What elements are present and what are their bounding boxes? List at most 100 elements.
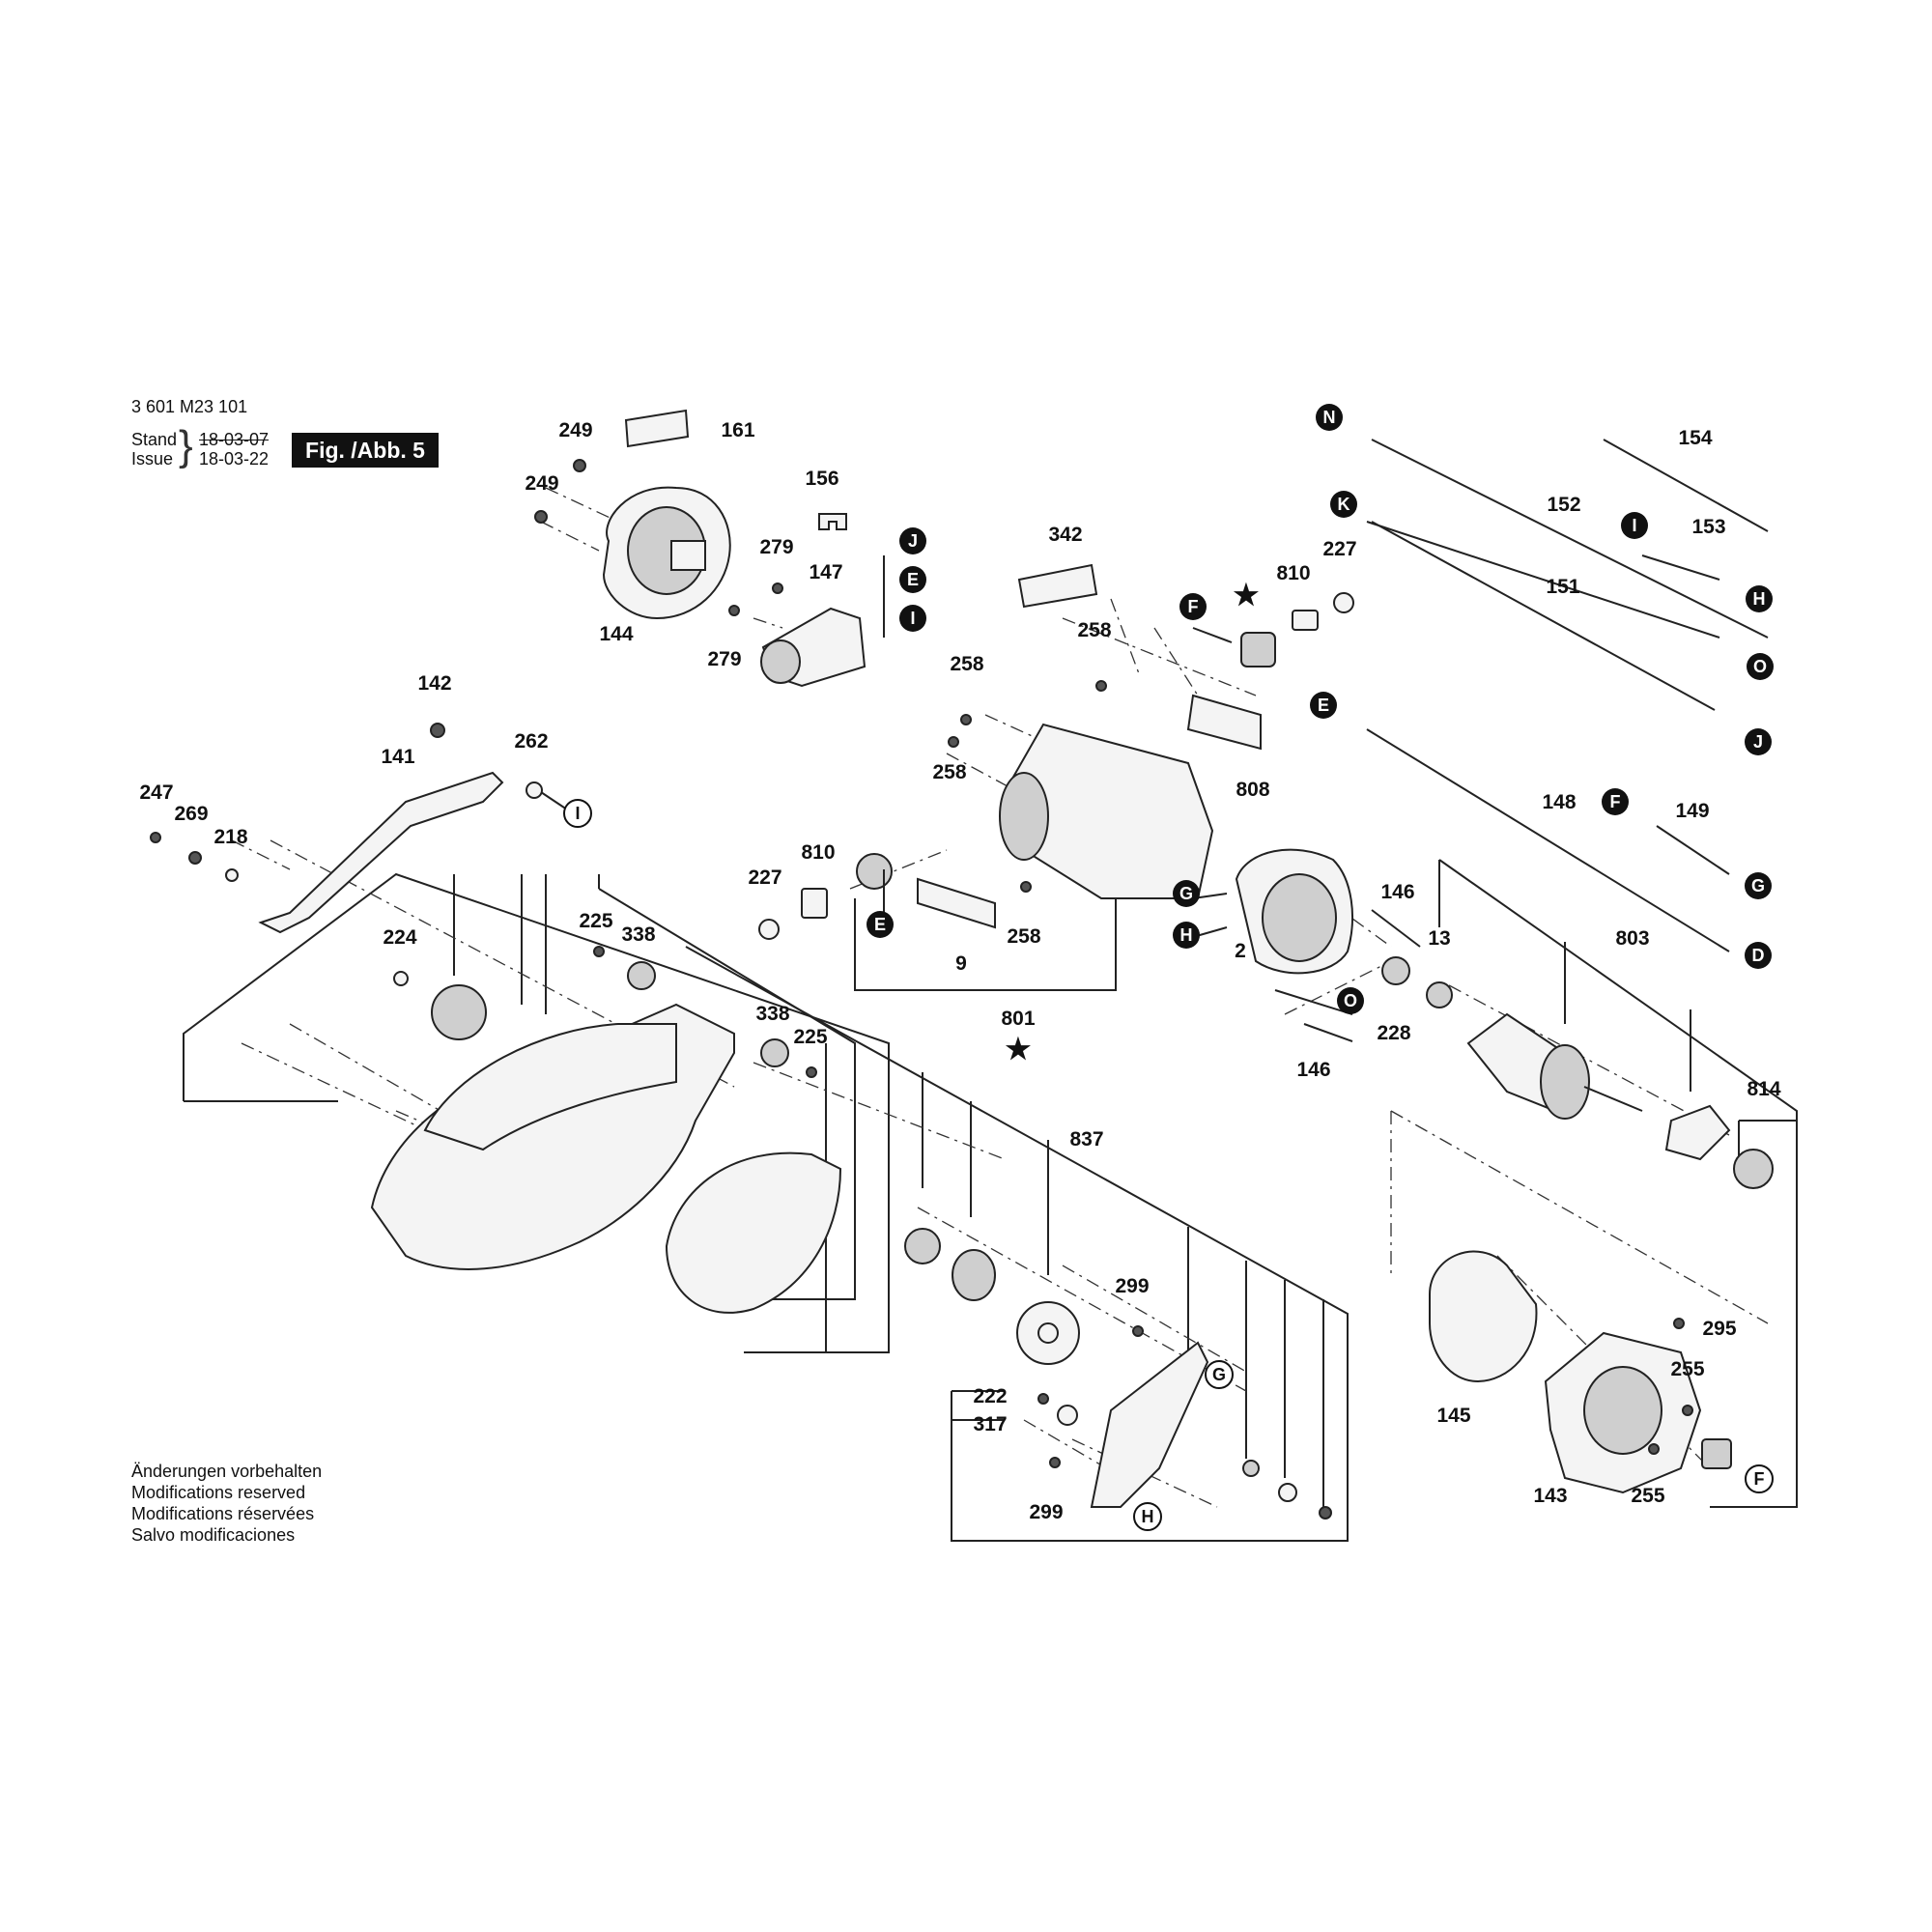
part-299-screw <box>1049 1457 1061 1468</box>
label-255: 255 <box>1670 1358 1704 1380</box>
part-338-bearing <box>627 961 656 990</box>
part-9-label <box>917 877 996 929</box>
note-de: Änderungen vorbehalten <box>131 1462 323 1481</box>
svg-text:F: F <box>1610 792 1621 811</box>
part-258-screw <box>948 736 959 748</box>
svg-text:G: G <box>1751 876 1765 895</box>
marker-I: I <box>899 605 926 632</box>
svg-text:E: E <box>874 915 886 934</box>
svg-text:F: F <box>1754 1469 1765 1489</box>
label-269: 269 <box>174 803 208 825</box>
label-225: 225 <box>579 910 612 932</box>
part-218-washer <box>225 868 239 882</box>
motor-housing-801 <box>1003 723 1214 899</box>
label-2: 2 <box>1235 940 1246 962</box>
part-810-brush-holder <box>856 853 893 890</box>
label-801: 801 <box>1001 1008 1035 1030</box>
label-247: 247 <box>139 781 173 804</box>
label-154: 154 <box>1678 427 1712 449</box>
part-810-brush-holder <box>1240 632 1276 668</box>
note-en: Modifications reserved <box>131 1483 306 1502</box>
label-13: 13 <box>1428 927 1450 950</box>
marker-D: D <box>1745 942 1772 969</box>
marker-G-outline: G <box>1205 1360 1234 1389</box>
part-258-screw <box>1020 881 1032 893</box>
star-symbol: ★ <box>1006 1034 1032 1065</box>
label-803: 803 <box>1615 927 1649 950</box>
label-222: 222 <box>973 1385 1007 1407</box>
label-338: 338 <box>621 923 655 946</box>
bracket-lines <box>183 555 1798 1542</box>
label-810: 810 <box>801 841 835 864</box>
label-142: 142 <box>417 672 451 695</box>
label-258: 258 <box>950 653 983 675</box>
part-269-nut <box>188 851 202 865</box>
part-161-label <box>624 409 690 448</box>
marker-E: E <box>899 566 926 593</box>
part-279-screw <box>728 605 740 616</box>
label-810: 810 <box>1276 562 1310 584</box>
star-symbol: ★ <box>1234 580 1260 611</box>
label-317: 317 <box>973 1413 1007 1435</box>
part-142-screw <box>430 723 445 738</box>
parts <box>150 409 1774 1520</box>
part-224-washer <box>393 971 409 986</box>
stand-date: 18-03-07 <box>199 430 270 449</box>
part-222-screw <box>1037 1393 1049 1405</box>
label-153: 153 <box>1691 516 1725 538</box>
label-9: 9 <box>955 952 967 975</box>
marker-J: J <box>1745 728 1772 755</box>
label-227: 227 <box>1322 538 1356 560</box>
part-317-bushing <box>1057 1405 1078 1426</box>
label-141: 141 <box>381 746 414 768</box>
marker-E: E <box>1310 692 1337 719</box>
label-249: 249 <box>525 472 558 495</box>
label-258: 258 <box>1007 925 1040 948</box>
label-156: 156 <box>805 468 838 490</box>
cable-N <box>1371 439 1769 639</box>
label-262: 262 <box>514 730 548 753</box>
label-295: 295 <box>1702 1318 1736 1340</box>
part-814-gasket <box>1664 1104 1731 1161</box>
label-258: 258 <box>932 761 966 783</box>
marker-G: G <box>1173 880 1200 907</box>
svg-text:N: N <box>1323 408 1336 427</box>
link-O <box>1274 989 1353 1015</box>
part-225-screw <box>593 946 605 957</box>
part-225-screw <box>806 1066 817 1078</box>
cable-K <box>1371 521 1716 711</box>
label-249: 249 <box>558 419 592 441</box>
issue-date: 18-03-22 <box>199 449 270 469</box>
marker-I-outline: I <box>563 799 592 828</box>
part-295-screw <box>1673 1318 1685 1329</box>
part-number: 3 601 M23 101 <box>131 397 248 416</box>
svg-text:G: G <box>1179 884 1193 903</box>
svg-text:G: G <box>1212 1365 1226 1384</box>
upper-blade-guard-rear <box>423 1023 677 1151</box>
part-146-screw <box>1303 1023 1353 1042</box>
part-144-motor-cap <box>602 486 731 620</box>
mounting-plate <box>1090 1341 1209 1508</box>
part-labels: 249 249 161 144 156 279 279 147 142 141 … <box>139 419 1780 1523</box>
marker-N: N <box>1316 404 1343 431</box>
label-338: 338 <box>755 1003 789 1025</box>
part-227-cap <box>1333 592 1354 613</box>
blade-flange <box>431 984 487 1040</box>
label-144: 144 <box>599 623 633 645</box>
part-249-screw <box>573 459 586 472</box>
label-218: 218 <box>213 826 247 848</box>
part-255-screw <box>1682 1405 1693 1416</box>
brush-cap <box>1701 1438 1732 1469</box>
label-808: 808 <box>1236 779 1269 801</box>
label-224: 224 <box>383 926 416 949</box>
label-228: 228 <box>1377 1022 1410 1044</box>
part-145-fan-housing <box>1429 1250 1538 1383</box>
part-13-bearing <box>1426 981 1453 1009</box>
label-161: 161 <box>721 419 754 441</box>
part-146-screw <box>1371 909 1421 948</box>
part-803-armature <box>1466 1012 1643 1120</box>
stand-label: Stand <box>131 430 178 449</box>
gear <box>952 1249 996 1301</box>
part-338-bearing <box>760 1038 789 1067</box>
